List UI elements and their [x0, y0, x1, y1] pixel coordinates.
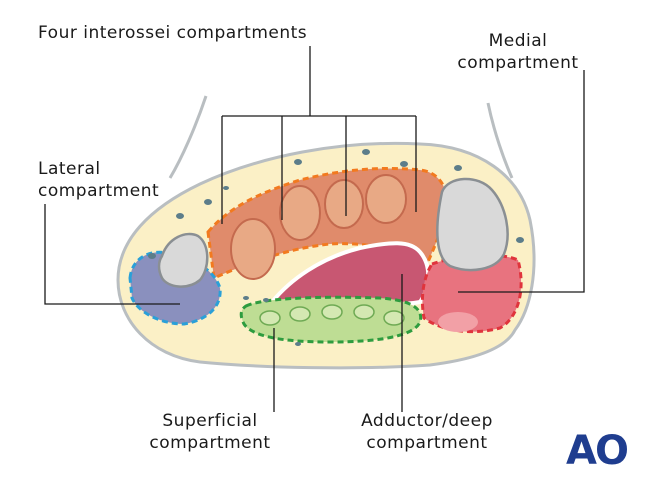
- lateral-label-line-2: compartment: [38, 181, 160, 201]
- superficial-label-line-1: Superficial: [162, 411, 258, 431]
- adductor-label-line-2: compartment: [366, 433, 488, 453]
- metatarsal-5: [365, 174, 407, 224]
- metatarsal-3: [279, 185, 321, 241]
- fdb-tendon-3: [321, 304, 343, 320]
- superficial-compartment-label: Superficial compartment: [140, 410, 280, 454]
- fifth-metatarsal: [157, 232, 209, 288]
- lateral-label-line-1: Lateral: [38, 159, 101, 179]
- medial-sesamoid: [438, 312, 478, 332]
- right-skin-edge: [486, 102, 514, 179]
- medial-label-line-1: Medial: [488, 31, 548, 51]
- adductor-label-line-1: Adductor/deep: [361, 411, 493, 431]
- four-interossei-label: Four interossei compartments: [38, 23, 308, 43]
- medial-label-line-2: compartment: [457, 53, 579, 73]
- medial-compartment-label: Medial compartment: [452, 30, 584, 74]
- metatarsal-2: [230, 218, 276, 280]
- fdb-tendon-5: [383, 310, 405, 326]
- leader-lines: [44, 46, 585, 412]
- adductor-compartment-label: Adductor/deep compartment: [348, 410, 506, 454]
- fdb-tendon-4: [353, 304, 375, 320]
- first-metatarsal: [436, 177, 509, 272]
- ao-logo: AO: [566, 428, 629, 474]
- left-skin-edge: [168, 95, 208, 179]
- metatarsal-4: [324, 179, 364, 229]
- fdb-tendon-2: [289, 306, 311, 322]
- vessel-dots: [148, 149, 524, 346]
- lateral-compartment-label: Lateral compartment: [38, 158, 159, 202]
- superficial-label-line-2: compartment: [149, 433, 271, 453]
- fdb-tendon-1: [259, 310, 281, 326]
